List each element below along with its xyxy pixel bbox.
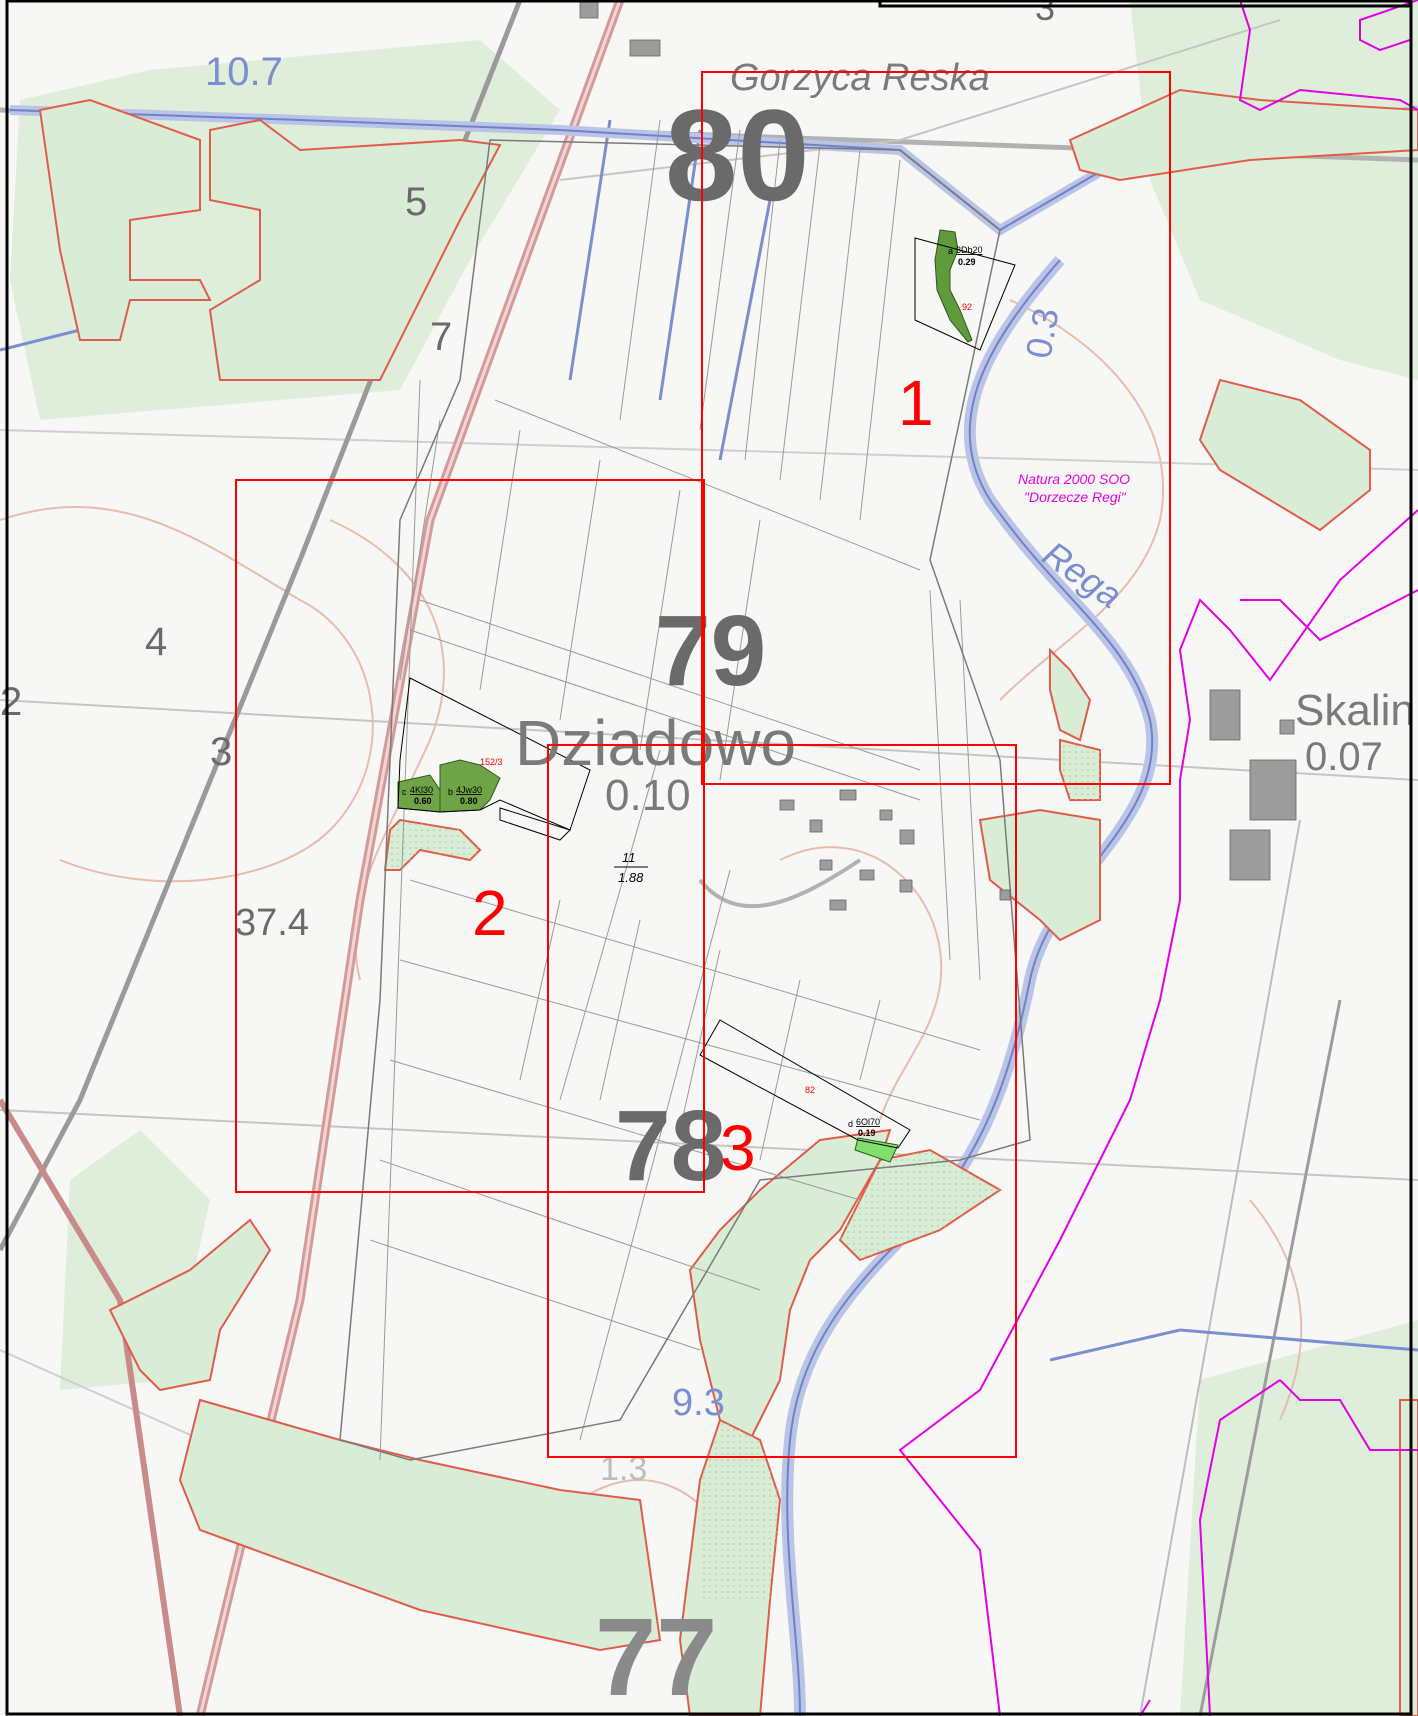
natura-label: Natura 2000 SOO "Dorzecze Regi" bbox=[1018, 471, 1130, 505]
village-dziadowo: Dziadowo bbox=[515, 707, 796, 779]
village-area-boundary bbox=[339, 139, 1031, 1461]
village-skalin-value: 0.07 bbox=[1305, 735, 1383, 779]
parcel-a-compartment: 92 bbox=[962, 302, 972, 312]
parcel-d-letter: d bbox=[848, 1119, 853, 1129]
frame-number-2: 2 bbox=[472, 877, 508, 949]
frame-numbers: 1 2 3 bbox=[472, 367, 934, 1184]
grid-number-4: 4 bbox=[145, 620, 167, 664]
parcel-a-code: 3Db20 bbox=[956, 245, 983, 255]
river-name-gorzyca: Gorzyca Reska bbox=[730, 57, 990, 99]
compartment-11-number: 11 bbox=[622, 850, 636, 865]
parcel-a-shape bbox=[934, 229, 973, 343]
parcel-a-area: 0.29 bbox=[958, 257, 976, 267]
elevation-37-4: 37.4 bbox=[235, 902, 309, 944]
elevation-9-3: 9.3 bbox=[672, 1382, 725, 1424]
grid-number-77: 77 bbox=[595, 1596, 717, 1716]
parcel-b-code: 4Jw30 bbox=[456, 785, 482, 795]
parcel-d-area: 0.19 bbox=[858, 1128, 876, 1138]
compartment-152-3: 152/3 bbox=[480, 757, 503, 767]
frame-number-1: 1 bbox=[898, 367, 934, 439]
map-frame bbox=[5, 0, 1413, 1716]
grid-number-78: 78 bbox=[615, 1090, 726, 1202]
natura-label-line1: Natura 2000 SOO bbox=[1018, 471, 1130, 487]
parcel-b-letter: b bbox=[448, 787, 453, 797]
grid-number-3: 3 bbox=[210, 730, 232, 774]
natura-2000-boundary bbox=[898, 0, 1418, 1716]
frame-number-3: 3 bbox=[720, 1112, 756, 1184]
compartment-11: 11 1.88 bbox=[614, 850, 648, 885]
grid-number-79: 79 bbox=[655, 595, 766, 707]
elevation-10-7: 10.7 bbox=[205, 50, 283, 94]
parcel-d-code: 6Ol70 bbox=[856, 1117, 880, 1127]
grid-number-3b: 3 bbox=[1035, 0, 1055, 28]
grid-number-7: 7 bbox=[430, 315, 452, 359]
village-dziadowo-value: 0.10 bbox=[605, 771, 691, 820]
elevation-labels: 10.7 37.4 9.3 1.3 Gorzyca Reska Rega 0.3 bbox=[205, 50, 1129, 1488]
parcel-d-shape bbox=[854, 1137, 899, 1163]
parcel-c-letter: c bbox=[402, 787, 407, 797]
highlighted-parcels bbox=[397, 229, 973, 1163]
frame-2 bbox=[235, 479, 705, 1193]
parcel-d-compartment: 82 bbox=[805, 1085, 815, 1095]
frame-1 bbox=[701, 71, 1171, 785]
parcel-c-area: 0.60 bbox=[414, 796, 432, 806]
grid-numbers: 80 79 78 77 bbox=[595, 82, 810, 1716]
elevation-1-3: 1.3 bbox=[600, 1450, 647, 1488]
compartment-11-area: 1.88 bbox=[618, 870, 644, 885]
parcel-c-code: 4Kl30 bbox=[410, 785, 433, 795]
dotted-areas bbox=[385, 740, 1100, 1600]
village-skalin: Skalin bbox=[1295, 686, 1415, 735]
natura-label-line2: "Dorzecze Regi" bbox=[1024, 489, 1127, 505]
grid-number-80: 80 bbox=[665, 82, 810, 228]
village-labels: Dziadowo 0.10 Skalin 0.07 bbox=[515, 686, 1415, 820]
village-buildings bbox=[579, 0, 1297, 911]
parcel-strips bbox=[369, 119, 981, 1461]
grid-number-5: 5 bbox=[405, 180, 427, 224]
parcel-labels: a 3Db20 0.29 92 c 4Kl30 0.60 b 4Jw30 0.8… bbox=[402, 245, 983, 1138]
grid-number-2: 2 bbox=[0, 680, 22, 724]
parcel-b-area: 0.80 bbox=[460, 796, 478, 806]
contour-lines bbox=[0, 299, 1303, 1716]
detail-frames bbox=[235, 71, 1171, 1458]
drainage-ditches bbox=[0, 119, 1418, 1362]
frame-3 bbox=[547, 744, 1017, 1458]
river-width-label: 0.3 bbox=[1018, 305, 1067, 361]
parcel-a-letter: a bbox=[948, 246, 953, 256]
